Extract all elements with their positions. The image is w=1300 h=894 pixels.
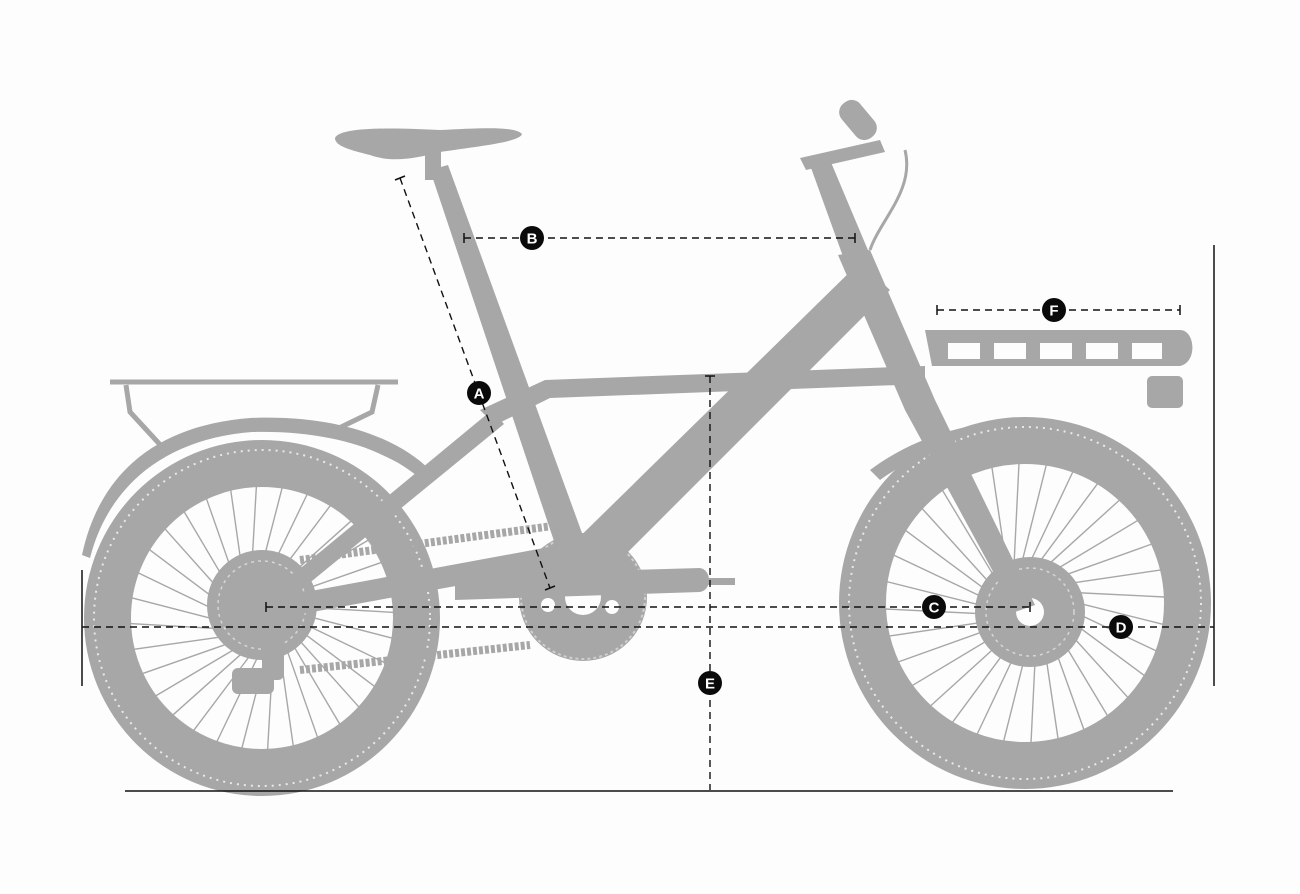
spoke: [1018, 464, 1048, 574]
spoke: [286, 634, 341, 725]
spoke: [1024, 471, 1074, 574]
down-tube: [556, 262, 890, 580]
chainstay: [262, 545, 572, 620]
top-tube: [480, 366, 925, 425]
spoke: [941, 489, 1001, 587]
spoke: [192, 646, 257, 732]
spoke: [282, 638, 319, 738]
rear-rack: [110, 379, 422, 473]
brake-cable: [868, 149, 909, 251]
pedal: [705, 578, 735, 585]
marker-a-label: A: [474, 386, 485, 403]
marker-d-label: D: [1116, 620, 1127, 637]
handlebar-grip: [839, 99, 877, 141]
marker-b-label: B: [527, 231, 538, 248]
saddle: [335, 128, 522, 160]
spoke: [1012, 463, 1020, 576]
marker-a: A: [467, 381, 491, 405]
rear-fender: [82, 417, 430, 558]
headlight: [1147, 376, 1183, 408]
seatstay: [262, 410, 504, 612]
marker-d: D: [1109, 615, 1133, 639]
handlebar: [800, 140, 885, 170]
crank-arm: [455, 568, 709, 600]
marker-c: C: [922, 595, 946, 619]
marker-f: F: [1042, 298, 1066, 322]
marker-f-label: F: [1049, 303, 1058, 320]
marker-e-label: E: [705, 676, 715, 693]
marker-e: E: [698, 671, 722, 695]
spoke: [904, 529, 997, 598]
front-rack: [925, 330, 1193, 366]
spoke: [216, 647, 263, 743]
seat-post: [425, 150, 441, 180]
spoke: [921, 507, 998, 592]
spoke: [172, 645, 251, 716]
bike-silhouette: [82, 99, 1211, 796]
spoke: [155, 642, 246, 697]
steerer: [810, 160, 870, 262]
seat-tube: [430, 165, 590, 565]
head-tube-fork: [838, 250, 1035, 612]
markers: A B C D E F: [467, 226, 1133, 695]
marker-c-label: C: [929, 600, 940, 617]
marker-b: B: [520, 226, 544, 250]
